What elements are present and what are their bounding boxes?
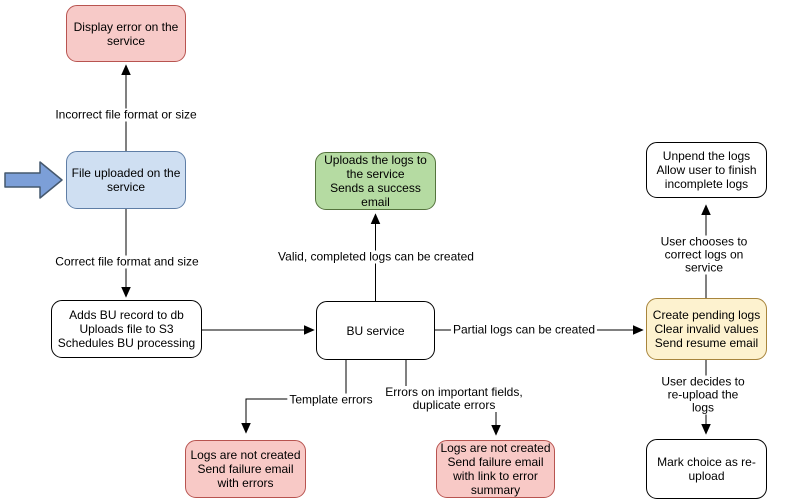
- edge-label-correct-on-service: User chooses to correct logs on service: [655, 235, 753, 275]
- node-mark-reupload: Mark choice as re- upload: [646, 439, 767, 499]
- edge-label-valid-logs: Valid, completed logs can be created: [276, 249, 476, 264]
- edge-label-incorrect-format: Incorrect file format or size: [53, 107, 199, 122]
- edge-label-correct-format: Correct file format and size: [53, 254, 201, 269]
- node-logs-not-created-errors: Logs are not created Send failure email …: [185, 440, 306, 498]
- edge-label-partial-logs: Partial logs can be created: [450, 322, 598, 337]
- entry-point-arrow-icon: [4, 161, 63, 199]
- node-uploads-logs-success: Uploads the logs to the service Sends a …: [315, 152, 436, 210]
- node-logs-not-created-summary: Logs are not created Send failure email …: [436, 440, 555, 498]
- node-create-pending-logs: Create pending logs Clear invalid values…: [646, 298, 767, 360]
- node-unpend-logs: Unpend the logs Allow user to finish inc…: [646, 142, 767, 198]
- node-file-uploaded: File uploaded on the service: [66, 151, 186, 209]
- node-adds-bu-record: Adds BU record to db Uploads file to S3 …: [51, 300, 202, 358]
- edge-label-reupload: User decides to re-upload the logs: [654, 375, 752, 415]
- edge-label-template-errors: Template errors: [287, 392, 375, 407]
- edge-label-important-errors: Errors on important fields, duplicate er…: [383, 385, 525, 412]
- node-display-error: Display error on the service: [66, 5, 186, 62]
- node-bu-service: BU service: [316, 301, 435, 360]
